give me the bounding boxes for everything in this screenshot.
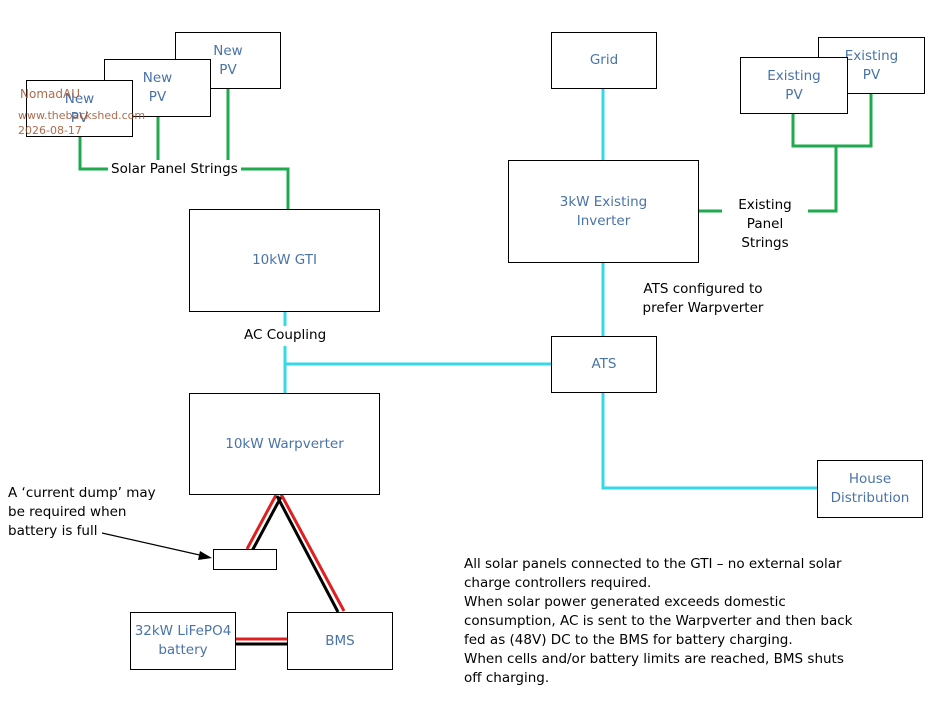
existing-pv-panel-1: Existing PV xyxy=(740,57,848,114)
current-dump-note: A ‘current dump’ may be required when ba… xyxy=(8,485,156,539)
dc-wiring xyxy=(236,493,346,646)
battery-box: 32kW LiFePO4 battery xyxy=(130,612,236,670)
bms-box: BMS xyxy=(287,612,393,670)
current-dump-box xyxy=(213,549,277,570)
ats-note-label: ATS configured to prefer Warpverter xyxy=(642,281,764,316)
ac-wiring xyxy=(283,88,817,490)
warpverter-box: 10kW Warpverter xyxy=(189,393,380,495)
new-pv-panel-1: New PV xyxy=(26,80,133,137)
system-description: All solar panels connected to the GTI – … xyxy=(464,556,853,686)
grid-box: Grid xyxy=(551,32,657,89)
existing-panel-strings-label: Existing Panel Strings xyxy=(722,196,808,253)
watermark-user: NomadAU xyxy=(20,87,80,101)
house-distribution-box: House Distribution xyxy=(817,460,923,518)
ac-coupling-label: AC Coupling xyxy=(241,326,330,345)
existing-pv-strings-wiring xyxy=(698,93,873,213)
watermark-site: www.thebackshed.com xyxy=(18,109,146,122)
existing-inverter-box: 3kW Existing Inverter xyxy=(508,160,699,263)
current-dump-arrow xyxy=(101,532,212,560)
gti-box: 10kW GTI xyxy=(189,209,380,312)
ats-box: ATS xyxy=(551,336,657,393)
watermark-date: 2026-08-17 xyxy=(18,124,82,137)
solar-panel-strings-label: Solar Panel Strings xyxy=(108,160,241,179)
